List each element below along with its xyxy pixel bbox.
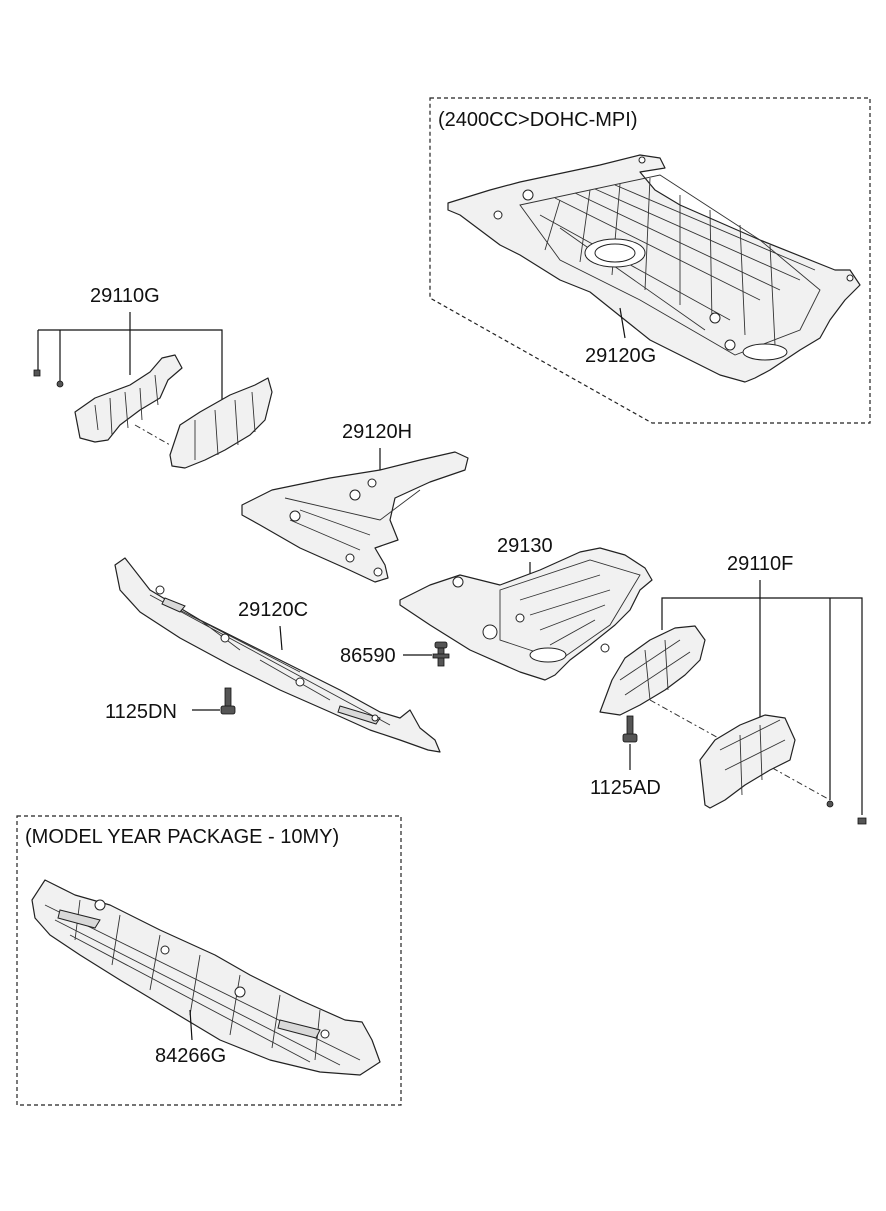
label-1125DN: 1125DN xyxy=(105,701,177,723)
label-29120C: 29120C xyxy=(238,599,308,621)
under-cover-29120G[interactable] xyxy=(447,154,861,383)
label-1125AD: 1125AD xyxy=(590,777,661,799)
label-29130: 29130 xyxy=(497,535,553,557)
under-cover-29130[interactable] xyxy=(399,547,653,681)
label-29120G: 29120G xyxy=(585,345,656,367)
label-86590: 86590 xyxy=(340,645,396,667)
label-29120H: 29120H xyxy=(342,421,412,443)
model-year-package-title: (MODEL YEAR PACKAGE - 10MY) xyxy=(25,826,339,848)
bracket-29110F-rear[interactable] xyxy=(699,714,796,809)
bolt-86590[interactable] xyxy=(432,641,450,667)
under-cover-84266G[interactable] xyxy=(31,879,381,1076)
label-84266G: 84266G xyxy=(155,1045,226,1067)
bracket-29110G-front[interactable] xyxy=(74,354,183,443)
label-29110G: 29110G xyxy=(90,285,160,307)
bracket-29110G-rear[interactable] xyxy=(169,377,273,469)
clip-small-left xyxy=(33,369,64,388)
model-year-package-box: (MODEL YEAR PACKAGE - 10MY) xyxy=(16,815,402,1106)
clip-small-right xyxy=(826,800,867,825)
engine-variant-box: (2400CC>DOHC-MPI) xyxy=(429,97,871,424)
engine-variant-title: (2400CC>DOHC-MPI) xyxy=(438,109,637,131)
under-cover-29120C[interactable] xyxy=(114,557,441,753)
bolt-1125AD[interactable] xyxy=(622,715,638,743)
label-29110F: 29110F xyxy=(727,553,793,575)
under-cover-29120H[interactable] xyxy=(241,451,469,583)
bracket-29110F-front[interactable] xyxy=(599,625,706,716)
bolt-1125DN[interactable] xyxy=(220,687,236,715)
